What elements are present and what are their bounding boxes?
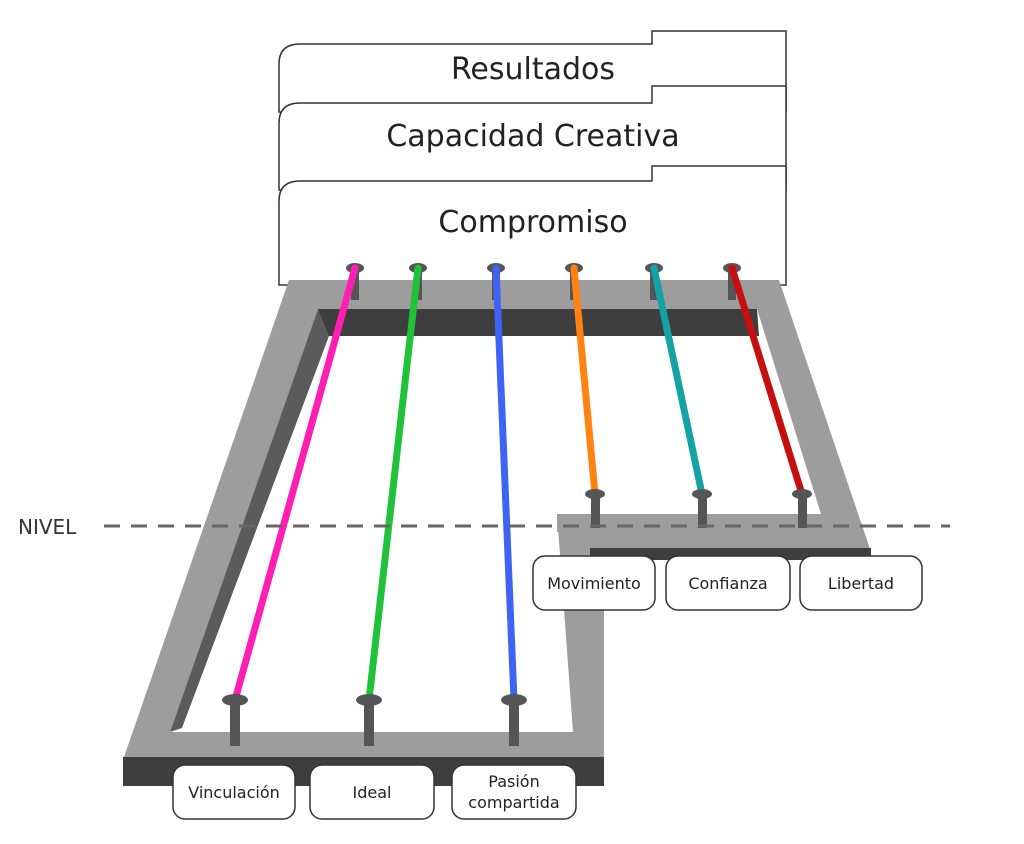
frame-bevel-top xyxy=(318,309,759,336)
right-peg xyxy=(792,489,812,528)
tab-capacidad-creativa: Capacidad Creativa xyxy=(278,85,787,191)
tab-compromiso: Compromiso xyxy=(278,165,787,286)
string-pasion-compartida xyxy=(492,264,518,704)
tab-title-capacidad-creativa: Capacidad Creativa xyxy=(386,119,679,154)
pill-vinculacion: Vinculación xyxy=(172,764,296,820)
pill-label-confianza: Confianza xyxy=(688,574,767,593)
frame-bevel-left xyxy=(170,309,329,732)
string-ideal xyxy=(365,264,422,704)
level-indicator: NIVEL xyxy=(18,515,950,539)
tab-title-compromiso: Compromiso xyxy=(438,205,627,240)
string-movimiento xyxy=(570,264,599,498)
string-libertad xyxy=(728,264,806,498)
right-peg xyxy=(692,489,712,528)
right-peg xyxy=(585,489,605,528)
pill-libertad: Libertad xyxy=(799,555,923,611)
string-vinculacion xyxy=(231,264,359,704)
pill-label-compartida: compartida xyxy=(468,793,559,812)
frame-bevel-right-step xyxy=(590,548,871,560)
bottom-peg xyxy=(501,694,527,746)
string-confianza xyxy=(650,264,706,498)
pill-label-vinculacion: Vinculación xyxy=(188,783,280,802)
pill-movimiento: Movimiento xyxy=(532,555,656,611)
pill-label-movimiento: Movimiento xyxy=(547,574,641,593)
pill-label-libertad: Libertad xyxy=(828,574,894,593)
bottom-pegs xyxy=(222,694,527,746)
bottom-peg xyxy=(222,694,248,746)
pill-confianza: Confianza xyxy=(665,555,791,611)
pill-pasion-compartida: Pasión compartida xyxy=(451,764,577,820)
pill-ideal: Ideal xyxy=(309,764,435,820)
pill-label-pasion: Pasión xyxy=(488,772,539,791)
tab-title-resultados: Resultados xyxy=(451,52,615,87)
right-pegs xyxy=(585,489,812,528)
bottom-peg xyxy=(356,694,382,746)
level-label: NIVEL xyxy=(18,515,77,539)
pill-label-ideal: Ideal xyxy=(353,783,392,802)
frame-inner-hole xyxy=(170,309,821,732)
